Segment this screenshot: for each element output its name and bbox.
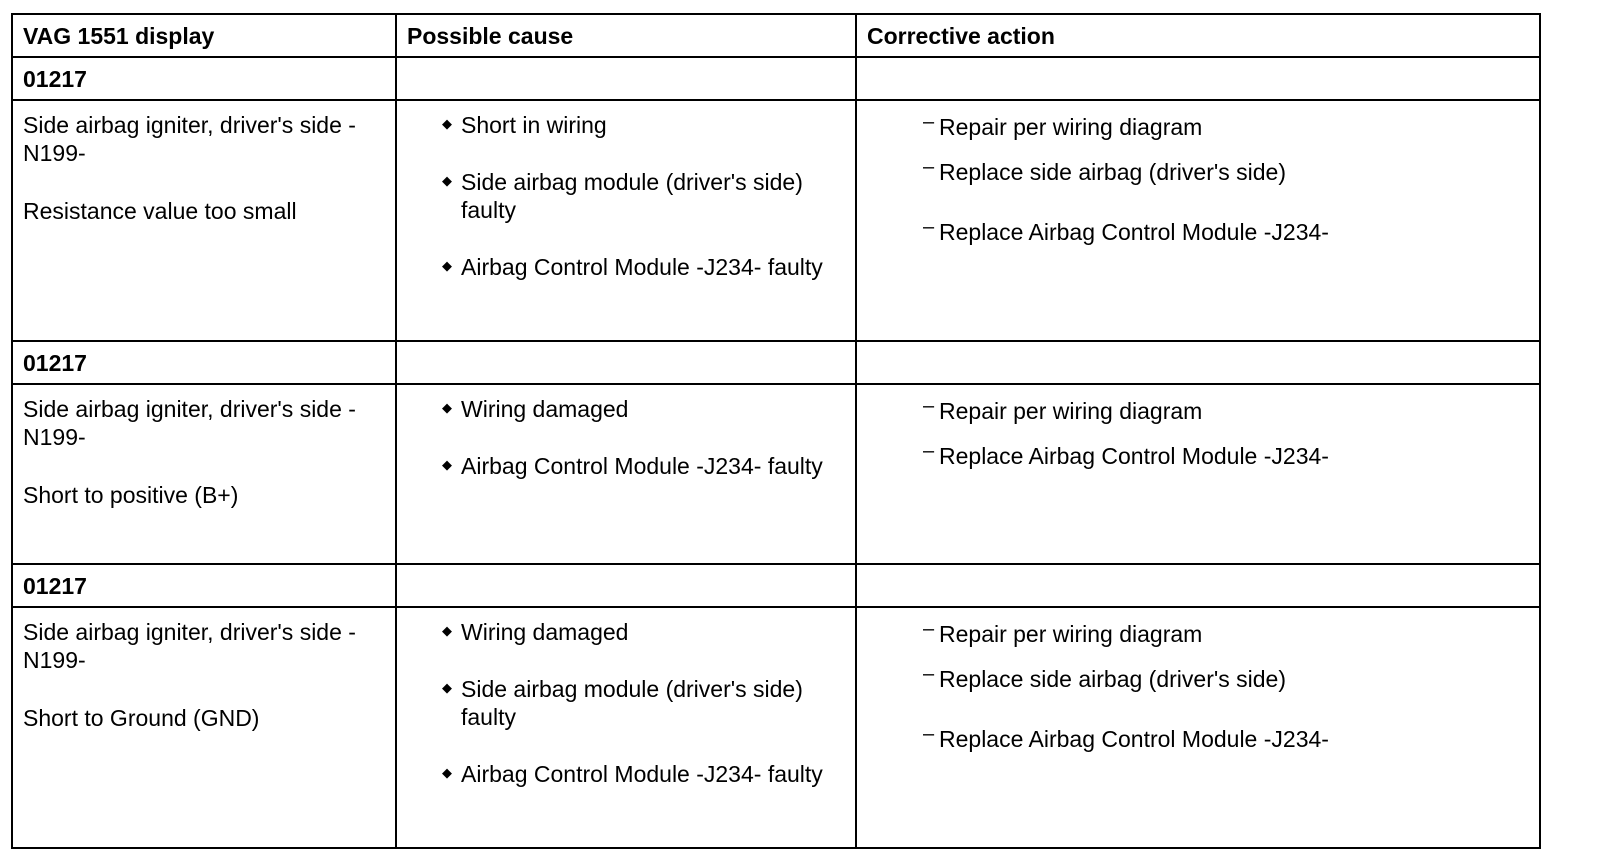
- diamond-bullet-icon: ◆: [442, 116, 452, 131]
- empty-cell: [395, 563, 857, 608]
- diamond-bullet-icon: ◆: [442, 173, 452, 188]
- diamond-bullet-icon: ◆: [442, 765, 452, 780]
- header-corrective-action: Corrective action: [855, 13, 1541, 58]
- component-name-line2: N199-: [23, 424, 86, 450]
- header-vag-display: VAG 1551 display: [11, 13, 397, 58]
- empty-cell: [855, 56, 1541, 101]
- causes-list: ◆Wiring damaged ◆Airbag Control Module -…: [397, 385, 855, 480]
- cause-item: ◆Short in wiring: [442, 112, 607, 138]
- fault-code-row: 01217: [11, 56, 1541, 101]
- cause-item: ◆Airbag Control Module -J234- faulty: [442, 761, 823, 787]
- actions-list: –Repair per wiring diagram –Replace side…: [857, 101, 1539, 246]
- display-cell: Side airbag igniter, driver's side - N19…: [11, 383, 397, 565]
- fault-code: 01217: [23, 573, 87, 599]
- action-item: –Repair per wiring diagram: [923, 618, 1539, 648]
- empty-cell: [395, 56, 857, 101]
- action-item: –Replace Airbag Control Module -J234-: [923, 440, 1539, 470]
- dash-icon: –: [923, 663, 935, 685]
- diamond-bullet-icon: ◆: [442, 400, 452, 415]
- actions-cell: –Repair per wiring diagram –Replace Airb…: [855, 383, 1541, 565]
- component-name-line1: Side airbag igniter, driver's side -: [23, 112, 356, 138]
- causes-cell: ◆Wiring damaged ◆Side airbag module (dri…: [395, 606, 857, 849]
- dash-icon: –: [923, 216, 935, 238]
- actions-cell: –Repair per wiring diagram –Replace side…: [855, 606, 1541, 849]
- cause-item: ◆Wiring damaged: [442, 396, 629, 422]
- display-cell: Side airbag igniter, driver's side - N19…: [11, 606, 397, 849]
- display-cell: Side airbag igniter, driver's side - N19…: [11, 99, 397, 342]
- fault-detail-row: Side airbag igniter, driver's side - N19…: [11, 383, 1541, 565]
- empty-cell: [855, 340, 1541, 385]
- action-item: –Repair per wiring diagram: [923, 111, 1539, 141]
- dash-icon: –: [923, 111, 935, 133]
- actions-list: –Repair per wiring diagram –Replace Airb…: [857, 385, 1539, 470]
- action-item: –Replace side airbag (driver's side): [923, 663, 1539, 693]
- causes-list: ◆Wiring damaged ◆Side airbag module (dri…: [397, 608, 855, 788]
- dash-icon: –: [923, 440, 935, 462]
- fault-code: 01217: [23, 66, 87, 92]
- diamond-bullet-icon: ◆: [442, 623, 452, 638]
- fault-code-cell: 01217: [11, 563, 397, 608]
- header-row: VAG 1551 display Possible cause Correcti…: [11, 13, 1541, 58]
- component-name-line1: Side airbag igniter, driver's side -: [23, 396, 356, 422]
- component-name-line2: N199-: [23, 647, 86, 673]
- component-name-line2: N199-: [23, 140, 86, 166]
- causes-list: ◆Short in wiring ◆Side airbag module (dr…: [397, 101, 855, 281]
- fault-code-row: 01217: [11, 563, 1541, 608]
- fault-condition: Resistance value too small: [23, 198, 297, 224]
- component-name-line1: Side airbag igniter, driver's side -: [23, 619, 356, 645]
- cause-item: ◆Wiring damaged: [442, 619, 629, 645]
- fault-code-row: 01217: [11, 340, 1541, 385]
- header-possible-cause: Possible cause: [395, 13, 857, 58]
- diamond-bullet-icon: ◆: [442, 457, 452, 472]
- action-item: –Replace side airbag (driver's side): [923, 156, 1539, 186]
- actions-list: –Repair per wiring diagram –Replace side…: [857, 608, 1539, 753]
- fault-code-cell: 01217: [11, 56, 397, 101]
- action-item: –Replace Airbag Control Module -J234-: [923, 723, 1539, 753]
- empty-cell: [855, 563, 1541, 608]
- fault-condition: Short to Ground (GND): [23, 705, 260, 731]
- fault-detail-row: Side airbag igniter, driver's side - N19…: [11, 606, 1541, 849]
- fault-detail-row: Side airbag igniter, driver's side - N19…: [11, 99, 1541, 342]
- cause-item: ◆Airbag Control Module -J234- faulty: [442, 453, 823, 479]
- actions-cell: –Repair per wiring diagram –Replace side…: [855, 99, 1541, 342]
- diamond-bullet-icon: ◆: [442, 258, 452, 273]
- cause-item: ◆Side airbag module (driver's side) faul…: [442, 676, 803, 730]
- causes-cell: ◆Short in wiring ◆Side airbag module (dr…: [395, 99, 857, 342]
- diamond-bullet-icon: ◆: [442, 680, 452, 695]
- empty-cell: [395, 340, 857, 385]
- cause-item: ◆Side airbag module (driver's side) faul…: [442, 169, 803, 223]
- action-item: –Repair per wiring diagram: [923, 395, 1539, 425]
- causes-cell: ◆Wiring damaged ◆Airbag Control Module -…: [395, 383, 857, 565]
- fault-table: VAG 1551 display Possible cause Correcti…: [11, 13, 1541, 849]
- fault-code: 01217: [23, 350, 87, 376]
- dash-icon: –: [923, 395, 935, 417]
- dash-icon: –: [923, 723, 935, 745]
- dash-icon: –: [923, 156, 935, 178]
- fault-code-cell: 01217: [11, 340, 397, 385]
- fault-condition: Short to positive (B+): [23, 482, 239, 508]
- dash-icon: –: [923, 618, 935, 640]
- cause-item: ◆Airbag Control Module -J234- faulty: [442, 254, 823, 280]
- action-item: –Replace Airbag Control Module -J234-: [923, 216, 1539, 246]
